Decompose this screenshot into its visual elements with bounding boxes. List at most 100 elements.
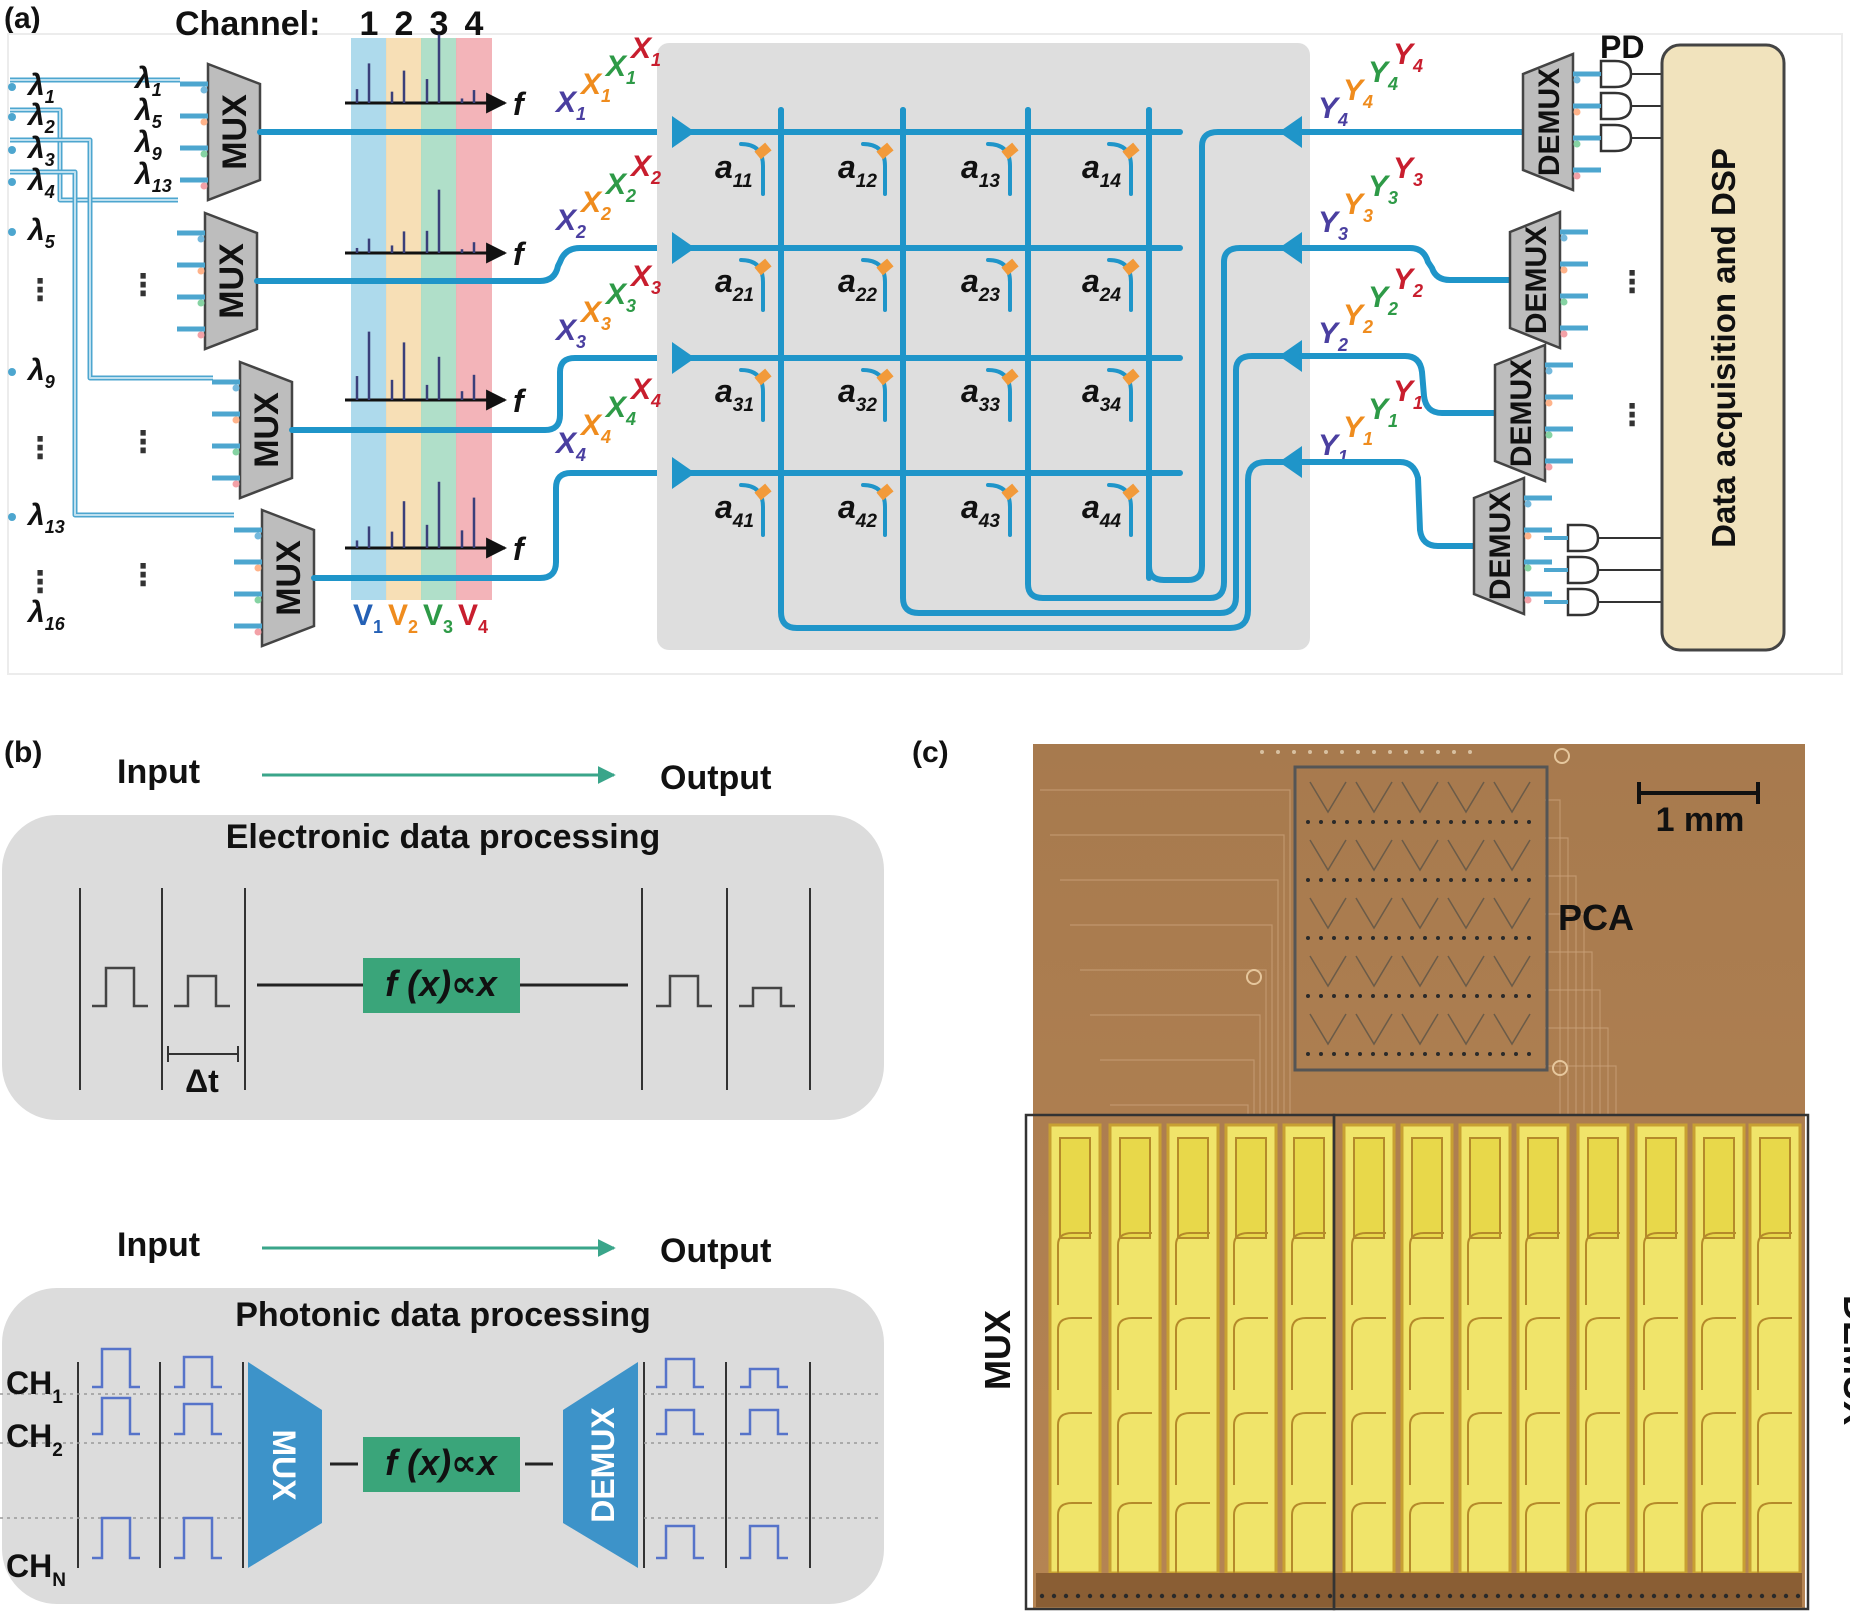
photodetector	[1577, 91, 1662, 121]
output-waveguide	[1299, 459, 1477, 549]
bond-pad	[1171, 1593, 1177, 1599]
heater-route	[1057, 1412, 1092, 1485]
delta-t-marker: Δt	[167, 1046, 239, 1099]
pca-via	[1319, 1052, 1323, 1056]
bond-pad	[1615, 1593, 1621, 1599]
heater-segment	[1353, 1137, 1385, 1239]
heater-segment	[1059, 1137, 1091, 1239]
channel-label: CHN	[6, 1548, 66, 1591]
chip-trace	[1090, 1014, 1261, 1115]
heater-route	[1467, 1232, 1502, 1305]
bond-pad	[1243, 1593, 1249, 1599]
scale-bar: 1 mm	[1637, 782, 1760, 839]
heater-route	[1351, 1412, 1386, 1485]
bond-pad	[1375, 1593, 1381, 1599]
channel-pulse	[92, 1516, 140, 1560]
demux-outline	[1332, 1113, 1810, 1611]
pca-structures	[1306, 781, 1531, 1056]
y-label: Y4	[1393, 38, 1423, 76]
alignment-mark	[1246, 969, 1262, 985]
bond-pad	[1711, 1593, 1717, 1599]
heater-route	[1233, 1232, 1268, 1305]
y-label: Y3	[1368, 170, 1398, 208]
y-label: Y1	[1368, 393, 1398, 431]
heater-route	[1525, 1317, 1560, 1390]
heater-segment	[1469, 1137, 1501, 1239]
pca-cell	[1447, 1013, 1485, 1046]
heater-route	[1757, 1412, 1792, 1485]
pca-via	[1410, 936, 1414, 940]
pca-cell	[1447, 781, 1485, 814]
pca-via	[1475, 1052, 1479, 1056]
channel-number: 4	[465, 5, 484, 43]
heater-route	[1757, 1317, 1792, 1390]
heater-route	[1233, 1317, 1268, 1390]
pca-via	[1306, 994, 1310, 998]
phase-tuner	[876, 258, 894, 276]
phase-tuner	[1122, 258, 1140, 276]
mux-output-waveguide	[289, 355, 678, 433]
channel-label: CH1	[6, 1365, 63, 1408]
photonic-mux-label: MUX	[266, 1429, 302, 1501]
heater-route	[1643, 1232, 1678, 1305]
bond-pad	[1231, 1593, 1237, 1599]
bond-pad	[1507, 1593, 1513, 1599]
matrix-element-label: a11	[715, 149, 753, 192]
bond-pad	[1051, 1593, 1057, 1599]
chip-upper-region	[1040, 748, 1617, 1115]
bond-pad	[1651, 1593, 1657, 1599]
pca-via	[1384, 936, 1388, 940]
pca-via	[1501, 878, 1505, 882]
wavelength-label: λ3	[26, 132, 55, 170]
y-label: Y1	[1393, 375, 1423, 413]
photonic-output-label: Output	[660, 1232, 771, 1270]
pca-via	[1371, 878, 1375, 882]
chip-trace	[1100, 1059, 1255, 1115]
heater-route	[1175, 1232, 1210, 1305]
input-coupler	[672, 116, 695, 148]
electronic-pulse	[92, 966, 148, 1008]
channel-pulse	[740, 1408, 788, 1436]
voltage-label: V4	[458, 599, 488, 637]
pca-via	[1449, 936, 1453, 940]
phase-tuner	[876, 368, 894, 386]
pca-via	[1345, 820, 1349, 824]
bond-pad	[1543, 1593, 1549, 1599]
y-label: Y3	[1343, 188, 1373, 226]
pca-via	[1358, 936, 1362, 940]
pca-via	[1319, 994, 1323, 998]
bond-pad	[1183, 1593, 1189, 1599]
pca-via	[1371, 936, 1375, 940]
column-return-waveguide	[1025, 107, 1288, 601]
matrix-element-label: a42	[838, 489, 877, 532]
pca-via	[1345, 936, 1349, 940]
bond-pad	[1663, 1593, 1669, 1599]
voltage-label: V1	[353, 599, 383, 637]
mux-input-label: λ1	[133, 62, 162, 100]
chip-trace	[1070, 924, 1273, 1115]
matrix-element-label: a32	[838, 373, 877, 416]
bond-pad	[1388, 750, 1392, 754]
pca-via	[1410, 994, 1414, 998]
mux-input-label: λ13	[133, 158, 172, 196]
pca-via	[1449, 820, 1453, 824]
chip-trace	[1545, 1027, 1609, 1115]
pad-strip	[1036, 1573, 1802, 1607]
y-label: Y2	[1368, 281, 1398, 319]
frequency-axis-label: f	[513, 86, 527, 122]
bond-pad	[1123, 1593, 1129, 1599]
spectrum: f	[345, 331, 527, 419]
pca-via	[1397, 1052, 1401, 1056]
bond-pad	[1639, 1593, 1645, 1599]
panel-a-frame	[7, 33, 1843, 675]
output-coupler	[1279, 340, 1302, 372]
channel-label: CH2	[6, 1418, 63, 1461]
pca-cell	[1309, 1013, 1347, 1046]
heater-route	[1643, 1412, 1678, 1485]
photonic-demux-label: DEMUX	[585, 1407, 621, 1523]
phase-tuner	[754, 368, 772, 386]
mux-label: MUX	[248, 392, 286, 468]
